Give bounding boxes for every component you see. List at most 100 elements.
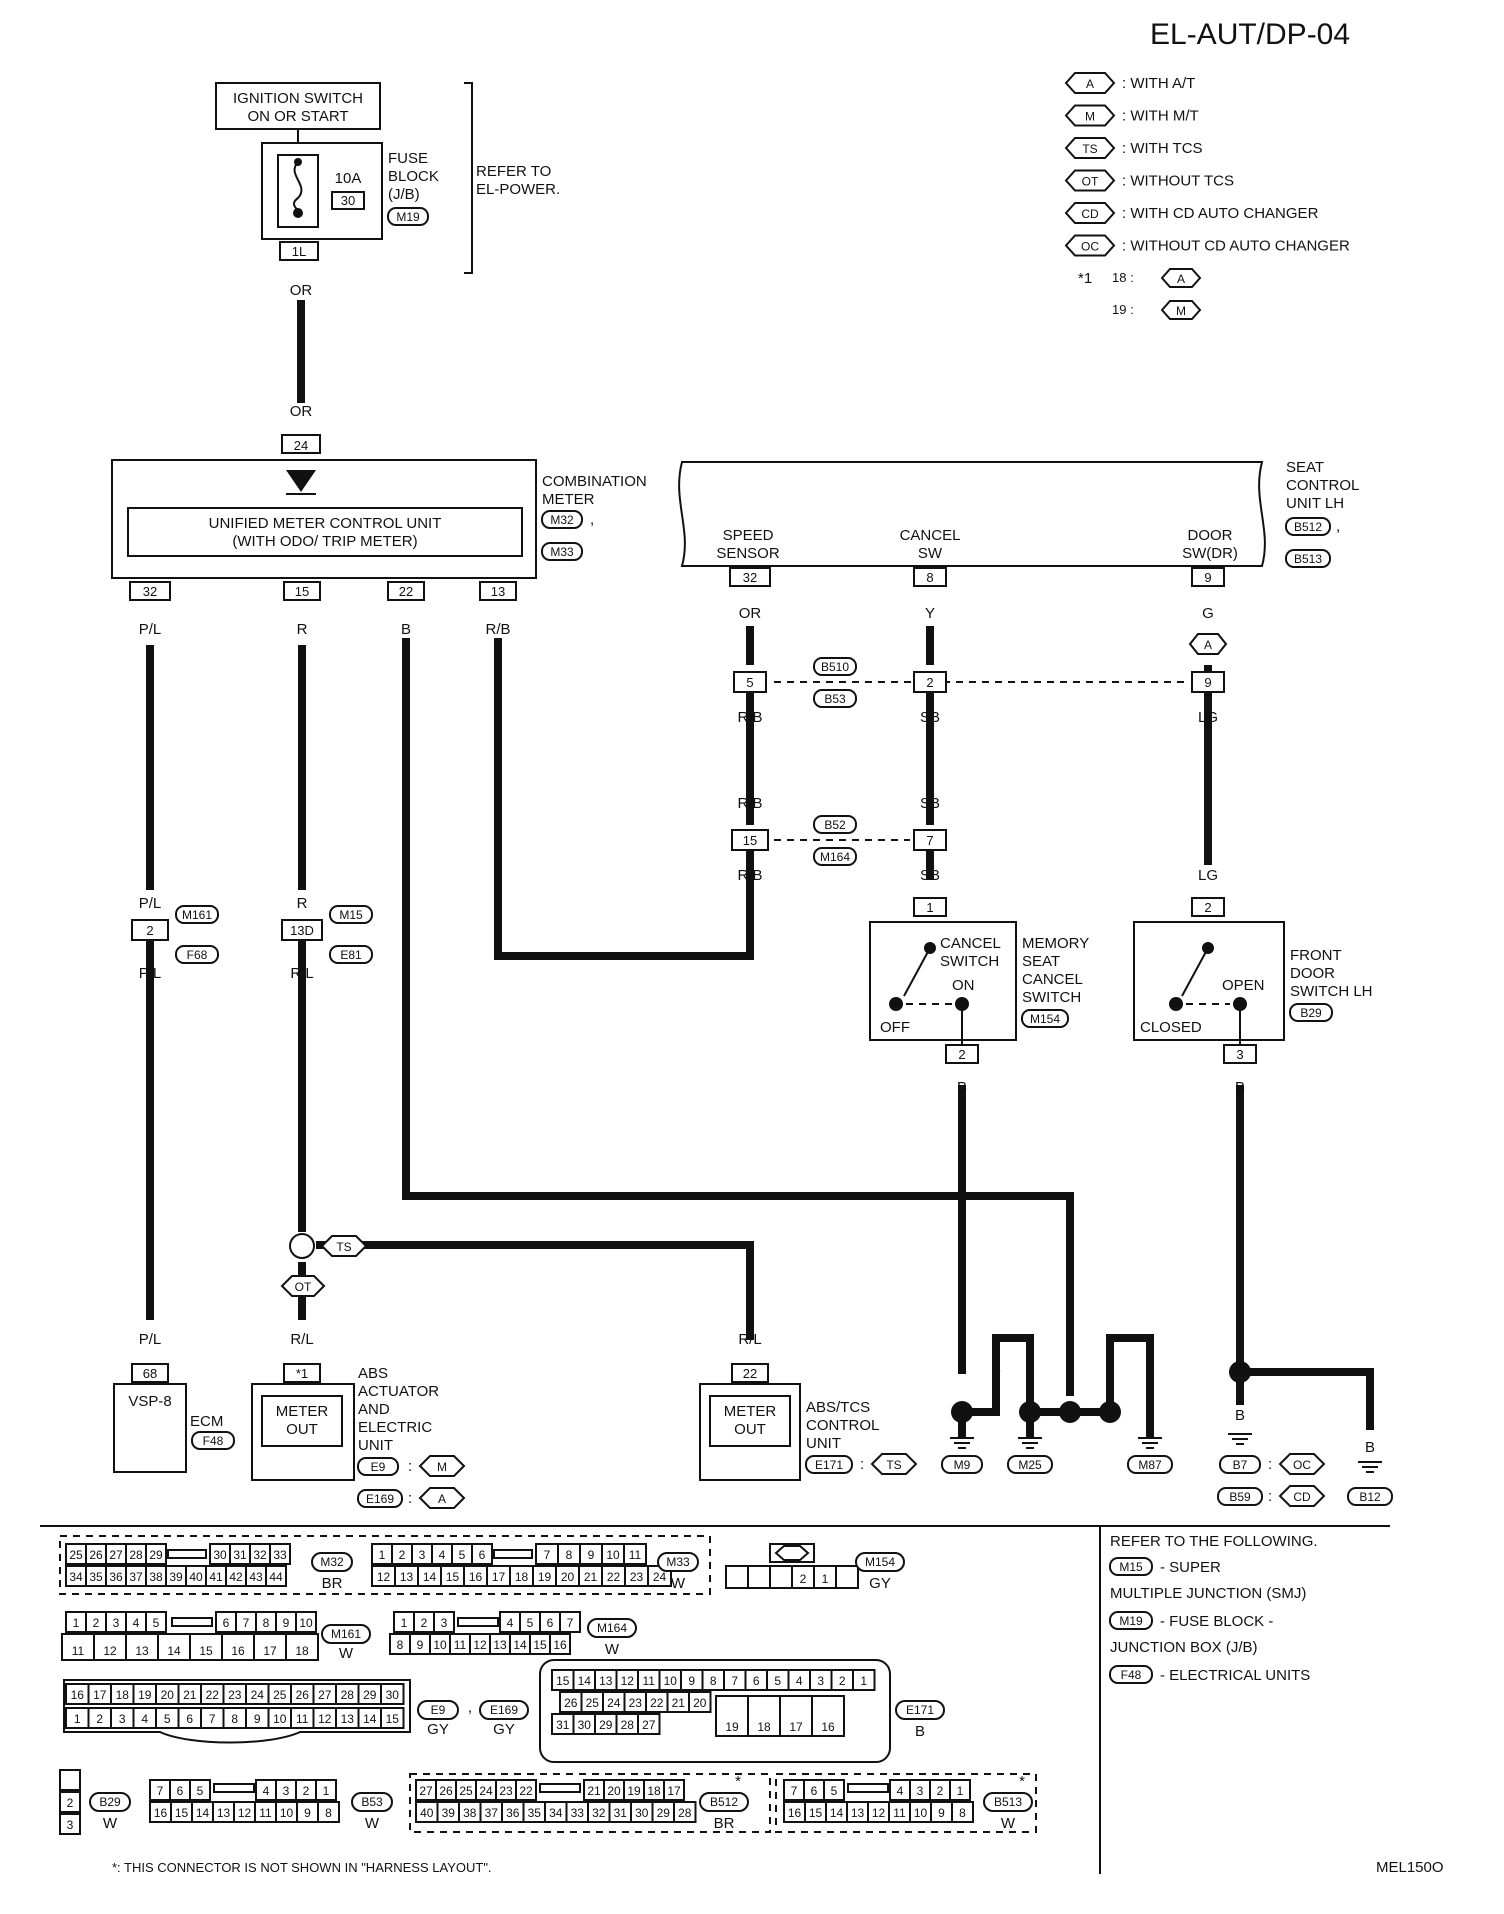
e9-r2-cell xyxy=(380,1707,405,1729)
m32-lock xyxy=(167,1549,207,1559)
m164-r2-pin: 8 xyxy=(397,1638,404,1652)
joint2-conn1: B52 xyxy=(824,818,846,832)
b29-p1-pin: 2 xyxy=(67,1796,74,1810)
e9-r1-pin: 25 xyxy=(273,1688,287,1702)
m32-r2-pin: 43 xyxy=(249,1570,263,1584)
e9-r1-pin: 29 xyxy=(363,1688,377,1702)
m164-r2-cell xyxy=(549,1633,571,1655)
m32-r1b-pin: 30 xyxy=(213,1548,227,1562)
wire-rb3: R/B xyxy=(737,795,762,812)
e171-r1-pin: 13 xyxy=(599,1674,613,1688)
wire-sb3: SB xyxy=(920,867,940,884)
ground-g1: M9 xyxy=(954,1458,971,1472)
e171-r1-pin: 3 xyxy=(817,1674,824,1688)
m32-r1b-pin: 31 xyxy=(233,1548,247,1562)
e9-r1-pin: 27 xyxy=(318,1688,332,1702)
b513-r2-pin: 15 xyxy=(809,1806,823,1820)
m32-r1a-cell xyxy=(145,1543,167,1565)
m33-r2-pin: 15 xyxy=(446,1570,460,1584)
m154-blank-cell xyxy=(725,1565,749,1589)
seat-t32: 32 xyxy=(743,570,757,585)
m32-r1b-pin: 33 xyxy=(273,1548,287,1562)
e9-r1-pin: 24 xyxy=(251,1688,265,1702)
seat-t9: 9 xyxy=(1204,570,1211,585)
combo-comma: , xyxy=(590,511,594,528)
b512-r1b-pin: 17 xyxy=(667,1784,681,1798)
b513-r2-pin: 10 xyxy=(914,1806,928,1820)
tag-ot-hex xyxy=(280,1275,326,1297)
legend-tag-3: OT xyxy=(1082,175,1099,189)
joint1-b: 2 xyxy=(926,675,933,690)
e9-r2-pin: 10 xyxy=(273,1712,287,1726)
b512-r1b-pin: 19 xyxy=(627,1784,641,1798)
e9-r2-pin: 4 xyxy=(141,1712,148,1726)
b512-r2-cell xyxy=(673,1801,697,1823)
abstcs-label1: ABS/TCS xyxy=(806,1399,870,1416)
ground-colon2: : xyxy=(1268,1488,1272,1505)
b512-r1a-cell xyxy=(515,1779,537,1801)
b53-r2-pin: 9 xyxy=(304,1806,311,1820)
ground-g4tag: OC xyxy=(1293,1458,1311,1472)
joint2-b: 7 xyxy=(926,833,933,848)
abstcs-term: 22 xyxy=(743,1366,757,1381)
m164-r1a-pin: 2 xyxy=(421,1616,428,1630)
b512-color: BR xyxy=(714,1815,735,1832)
b512-r2-pin: 31 xyxy=(614,1806,628,1820)
wire-pl1: P/L xyxy=(139,621,162,638)
wire-lg1: LG xyxy=(1198,709,1218,726)
ground-g5tag: CD xyxy=(1293,1490,1311,1504)
ms-t1: 1 xyxy=(926,900,933,915)
combo-unit1: UNIFIED METER CONTROL UNIT xyxy=(209,515,442,532)
combo-t15: 15 xyxy=(295,584,309,599)
seat-door1: DOOR xyxy=(1188,527,1233,544)
m154-color: GY xyxy=(869,1575,891,1592)
e171-id: E171 xyxy=(906,1703,934,1717)
m33-r2-pin: 24 xyxy=(653,1570,667,1584)
m161-lock xyxy=(171,1617,213,1627)
b512-r2-pin: 28 xyxy=(678,1806,692,1820)
wire-rl3: R/L xyxy=(738,1331,761,1348)
abs-label3: AND xyxy=(358,1401,390,1418)
b512-r1a-pin: 22 xyxy=(519,1784,533,1798)
e171-big-pin: 17 xyxy=(789,1720,803,1734)
b29-p2-cell xyxy=(59,1813,81,1835)
e171-r1-pin: 4 xyxy=(796,1674,803,1688)
m33-r1a-pin: 6 xyxy=(479,1548,486,1562)
m154-pins-pin: 1 xyxy=(822,1572,829,1586)
e171-r1-pin: 15 xyxy=(556,1674,570,1688)
m164-r2-pin: 14 xyxy=(513,1638,527,1652)
e171-big-pin: 16 xyxy=(821,1720,835,1734)
e9-r2-pin: 8 xyxy=(231,1712,238,1726)
legend-tag-2: TS xyxy=(1082,142,1097,156)
e9-r1-pin: 16 xyxy=(71,1688,85,1702)
figure-id: MEL150O xyxy=(1376,1859,1444,1876)
wire-b-fd: B xyxy=(1235,1079,1245,1096)
ms-t2: 2 xyxy=(958,1047,965,1062)
wire-sb1: SB xyxy=(920,709,940,726)
abs-c1: E9 xyxy=(371,1460,386,1474)
combo-t32: 32 xyxy=(143,584,157,599)
m164-r1b-cell xyxy=(559,1611,581,1633)
m32-r2-pin: 44 xyxy=(269,1570,283,1584)
b513-r1b-pin: 4 xyxy=(897,1784,904,1798)
b512-r2-pin: 30 xyxy=(635,1806,649,1820)
b513-star: * xyxy=(1019,1773,1025,1790)
m32-r2-pin: 41 xyxy=(209,1570,223,1584)
fuse-label3: (J/B) xyxy=(388,186,420,203)
b29-p1-cell xyxy=(59,1791,81,1813)
ground-g2: M25 xyxy=(1018,1458,1042,1472)
tag-ts-hex xyxy=(320,1235,368,1257)
m32-r1a-pin: 29 xyxy=(149,1548,163,1562)
m164-r2-pin: 16 xyxy=(553,1638,567,1652)
m32-r1a-pin: 28 xyxy=(129,1548,143,1562)
m154-key-hex xyxy=(774,1545,810,1561)
m161-r2-pin: 17 xyxy=(263,1644,277,1658)
m161-r2-pin: 15 xyxy=(199,1644,213,1658)
seat-conn2: B513 xyxy=(1294,552,1322,566)
wire-labels: P/L R B R/B OR Y G R/B SB LG R/B SB R/B … xyxy=(139,605,1375,1456)
e171-r1-pin: 9 xyxy=(688,1674,695,1688)
e9-r1-pin: 17 xyxy=(93,1688,107,1702)
abstcs-inner2: OUT xyxy=(734,1421,766,1438)
ecm: 68 VSP-8 ECM F48 xyxy=(113,1363,235,1473)
m33-r1b-pin: 8 xyxy=(566,1548,573,1562)
